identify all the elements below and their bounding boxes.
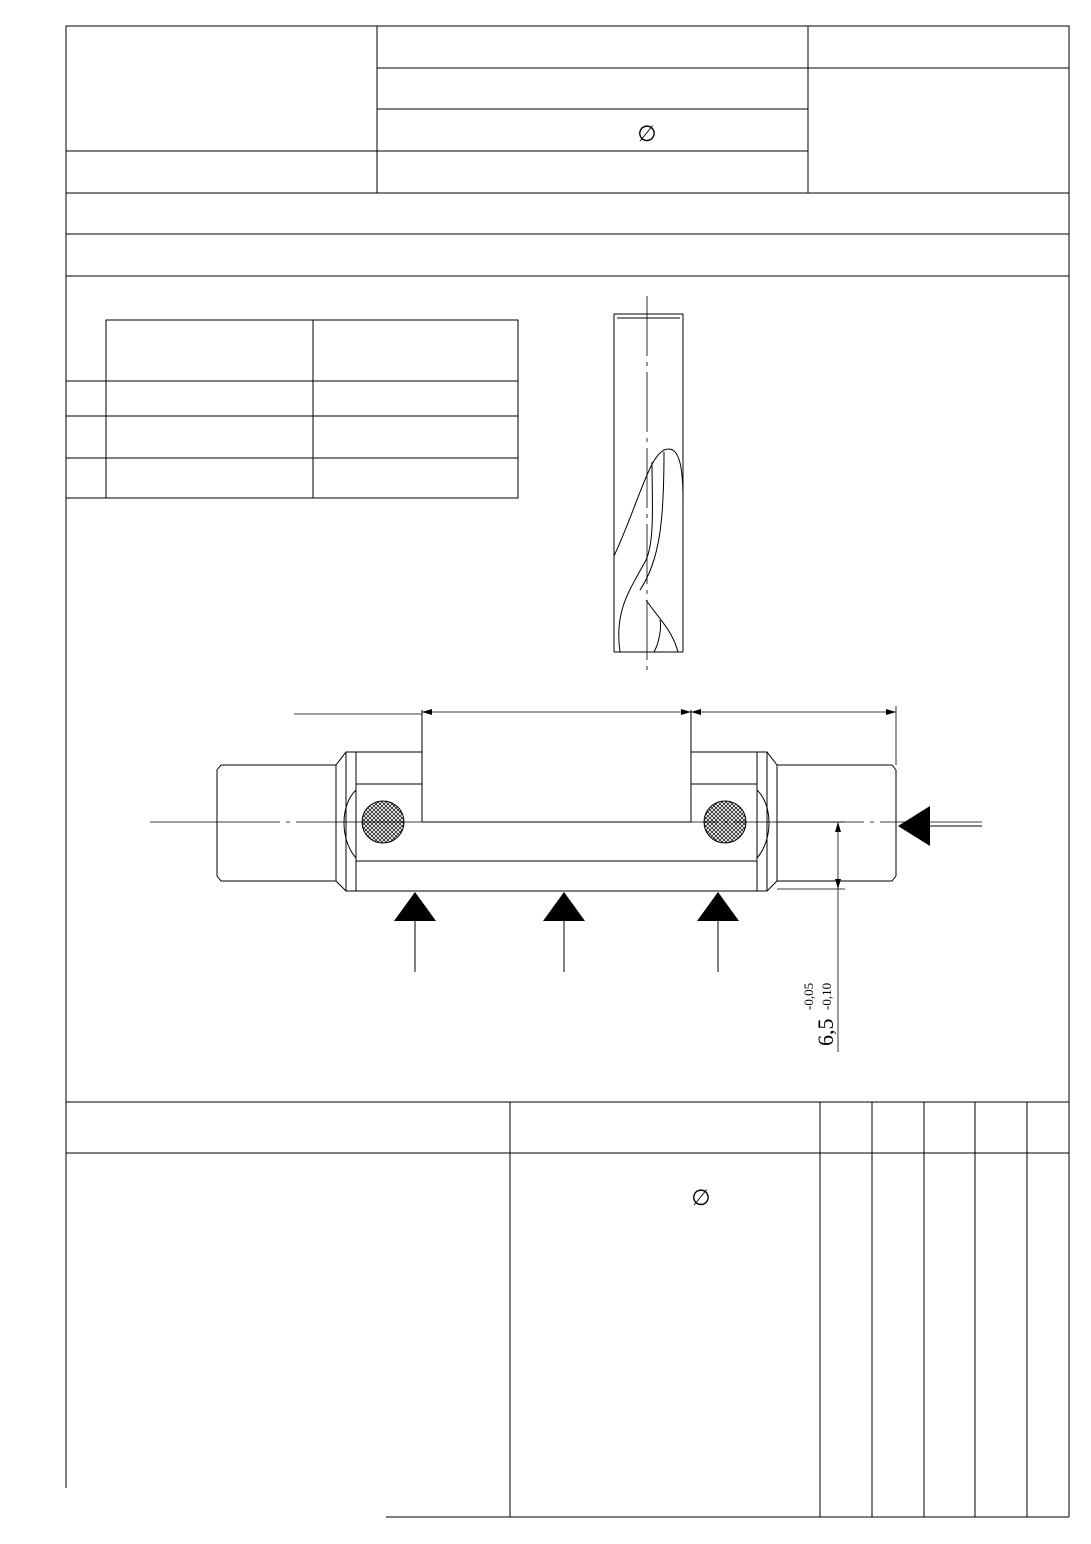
support-arrow-1 [394,892,436,921]
diameter-symbol-operations: ∅ [691,1185,710,1210]
drill-bit-drawing [613,296,684,672]
dimension-upper-tolerance: -0,05 [801,983,816,1010]
support-arrow-2 [543,892,585,921]
right-locating-pin [703,800,747,844]
parameter-table [66,319,519,499]
title-block: ∅ [65,25,1070,277]
dimension-nominal: 6,5 [813,1019,838,1047]
diameter-symbol-header: ∅ [637,121,656,146]
support-arrow-3 [697,892,739,921]
clamp-arrow-right [898,806,930,846]
operations-table: ∅ [66,1102,1069,1518]
left-locating-pin [361,800,405,844]
dimension-lower-tolerance: -0,10 [819,983,834,1010]
part-drawing: 6,5 -0,05 -0,10 [150,706,982,1052]
